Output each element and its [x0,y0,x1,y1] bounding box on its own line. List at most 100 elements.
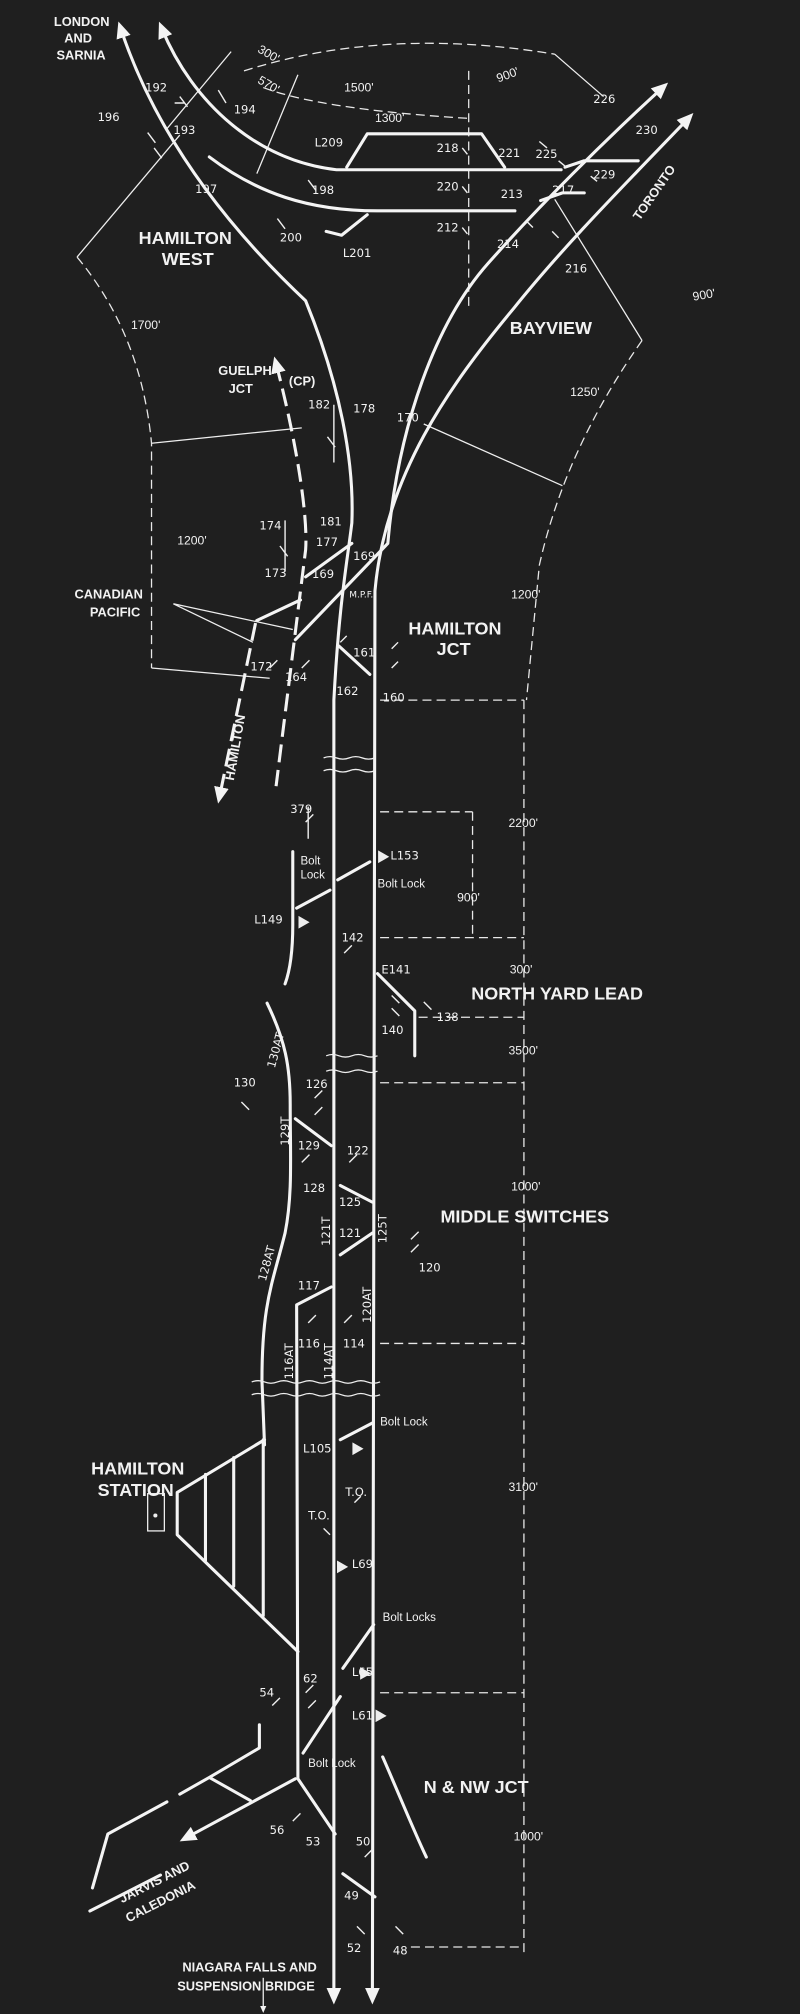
label-and: AND [64,31,92,46]
label-niagara: NIAGARA FALLS AND [182,1959,316,1974]
dimension-label: 2200' [509,816,538,830]
signal-label: 169 [312,567,334,581]
dimension-label: 1500' [344,80,373,94]
note-bolt-lock-l153: Bolt Lock [378,879,426,891]
dimension-label: 1000' [511,1180,540,1194]
cp-track-1 [271,356,308,787]
label-hamilton-west-2: WEST [162,249,214,269]
tracks [88,21,694,2013]
label-suspension-bridge: SUSPENSION BRIDGE [177,1979,315,1994]
signal-label: 125 [339,1195,361,1209]
signal-label: 48 [393,1944,408,1958]
signal-label: 216 [565,261,587,275]
north-yard-lead [375,972,417,1058]
note-bolt-lock-bottom: Bolt Lock [308,1758,356,1770]
signal-label: 173 [265,566,287,580]
signal-label: 164 [285,670,307,684]
label-hamilton-station-2: STATION [98,1480,174,1500]
dimension-label: 1000' [514,1829,543,1843]
signal-label: 49 [344,1888,359,1902]
signal-label: 130 [234,1076,256,1090]
label-middle-switches: MIDDLE SWITCHES [440,1207,609,1227]
label-guelph-jct: JCT [229,381,253,396]
track-london-main [116,21,354,2005]
label-hamilton-jct-2: JCT [437,639,471,659]
signal-label: 161 [353,645,375,659]
station-building-icon [147,1493,166,1532]
signal-label: 217 [552,183,574,197]
signal-label: L105 [303,1442,331,1456]
signal-label: 120 [419,1261,441,1275]
track-circuit-label: 116AT [282,1342,296,1379]
dimension-label: 300' [510,963,533,977]
track-circuit-labels: 130AT 129T 128AT 121T 125T 120AT 116AT 1… [255,1030,389,1379]
label-guelph: GUELPH [218,363,271,378]
signal-label: 220 [437,179,459,193]
signal-label: 142 [342,931,364,945]
signal-label: 116 [298,1336,320,1350]
siding-l149 [283,850,295,986]
signal-label: 196 [98,110,120,124]
place-labels: LONDON AND SARNIA HAMILTON WEST BAYVIEW … [54,14,679,1994]
signal-label: 121 [339,1226,361,1240]
signal-label: 212 [437,220,459,234]
signal-label: 54 [259,1686,274,1700]
signal-label: 177 [316,535,338,549]
track-bayview-outer [365,113,694,2005]
dimension-label: 300' [255,42,282,65]
label-london: LONDON [54,14,110,29]
signal-label: M.P.F. [349,590,373,600]
label-canadian: CANADIAN [74,587,142,602]
signal-label: L69 [352,1557,373,1571]
dimension-label: 1300' [375,111,404,125]
signal-labels: 192 193 194 196 197 198 200 L209 L201 21… [98,80,658,1957]
signal-label: 129 [298,1139,320,1153]
dimension-label: 1700' [131,318,160,332]
signal-label: 194 [234,102,256,116]
track-circuit-label: 120AT [360,1286,374,1323]
signal-label: 56 [270,1823,285,1837]
note-bolt-locks: Bolt Locks [383,1612,436,1624]
label-hamilton-station-1: HAMILTON [91,1458,184,1478]
signal-label: 221 [498,146,520,160]
signal-label: T.O. [344,1485,367,1499]
track-circuit-label: 129T [278,1116,292,1146]
signal-label: 50 [356,1835,371,1849]
signal-label: 122 [347,1144,369,1158]
track-circuit-label: 114AT [322,1342,336,1379]
signal-label: 174 [259,518,281,532]
signal-label: L65 [352,1665,373,1679]
signal-label: 160 [383,690,405,704]
signal-label: 182 [308,398,330,412]
signal-label: L201 [343,246,371,260]
signal-label: 218 [437,141,459,155]
signal-label: 128 [303,1181,325,1195]
signal-label: L61 [352,1709,373,1723]
note-lock: Lock [300,870,325,882]
signal-label: 214 [497,237,519,251]
note-bolt-lock-l105: Bolt Lock [380,1417,428,1429]
siding-l201 [324,213,369,237]
signal-label: L209 [315,136,343,150]
signal-label: 53 [306,1835,321,1849]
signal-label: T.O. [307,1508,330,1522]
label-hamilton-jct-1: HAMILTON [408,619,501,639]
signal-label: 170 [397,410,419,424]
signal-label: 114 [343,1336,365,1350]
track-n-nw [381,1755,428,1859]
dimension-label: 3100' [509,1480,538,1494]
signal-label: 62 [303,1671,318,1685]
dimension-label: 3500' [509,1044,538,1058]
signal-label: 117 [298,1279,320,1293]
signal-label: L153 [390,848,418,862]
signal-label: 197 [195,182,217,196]
label-n-nw-jct: N & NW JCT [424,1777,529,1797]
signal-label: 178 [353,401,375,415]
dimension-label: 900' [457,891,480,905]
label-sarnia: SARNIA [57,47,106,62]
track-jarvis-caledonia [179,1777,297,1842]
siding-l209 [345,132,507,169]
signal-label: 52 [347,1941,362,1955]
label-bayview: BAYVIEW [510,318,592,338]
